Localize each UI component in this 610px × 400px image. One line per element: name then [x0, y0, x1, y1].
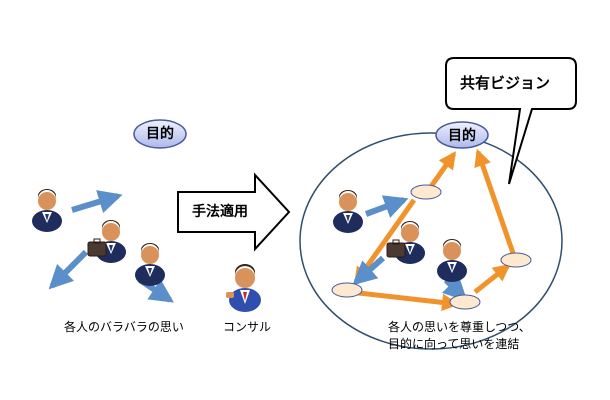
vision-label: 共有ビジョン	[460, 74, 551, 92]
orange-link-3	[473, 263, 511, 294]
method-arrow	[177, 172, 291, 252]
right-arrow-person1	[364, 195, 409, 218]
consultant-icon	[226, 264, 261, 312]
thought-node	[449, 294, 481, 310]
vision-bubble	[445, 57, 577, 185]
shared-circle	[299, 132, 563, 350]
right-caption-line1: 各人の思いを尊重しつつ、	[388, 320, 531, 334]
left-goal-ellipse	[133, 119, 187, 149]
right-goal-ellipse	[435, 121, 489, 149]
businessman-icon	[32, 189, 62, 232]
orange-link-2	[474, 148, 517, 257]
businessman-with-briefcase-icon	[87, 220, 126, 263]
left-section	[32, 119, 187, 303]
orange-link-4	[349, 289, 460, 312]
left-goal-label: 目的	[146, 126, 174, 142]
right-goal-label: 目的	[448, 128, 476, 144]
left-caption: 各人のバラバラの思い	[64, 320, 184, 334]
consultant-label: コンサル	[223, 320, 272, 334]
orange-link-1	[427, 151, 457, 190]
method-arrow-label: 手法適用	[192, 204, 248, 220]
businessman-icon	[135, 243, 165, 286]
right-section	[299, 57, 577, 350]
businessman-with-briefcase-icon	[386, 221, 425, 264]
thought-node	[410, 184, 442, 200]
thought-node	[331, 282, 363, 298]
thought-node	[500, 252, 532, 268]
right-caption-line2: 目的に向って思いを連結	[388, 337, 520, 351]
left-arrow-person1	[71, 190, 123, 214]
left-arrow-briefcase	[48, 249, 89, 290]
right-arrow-briefcase	[352, 255, 385, 286]
